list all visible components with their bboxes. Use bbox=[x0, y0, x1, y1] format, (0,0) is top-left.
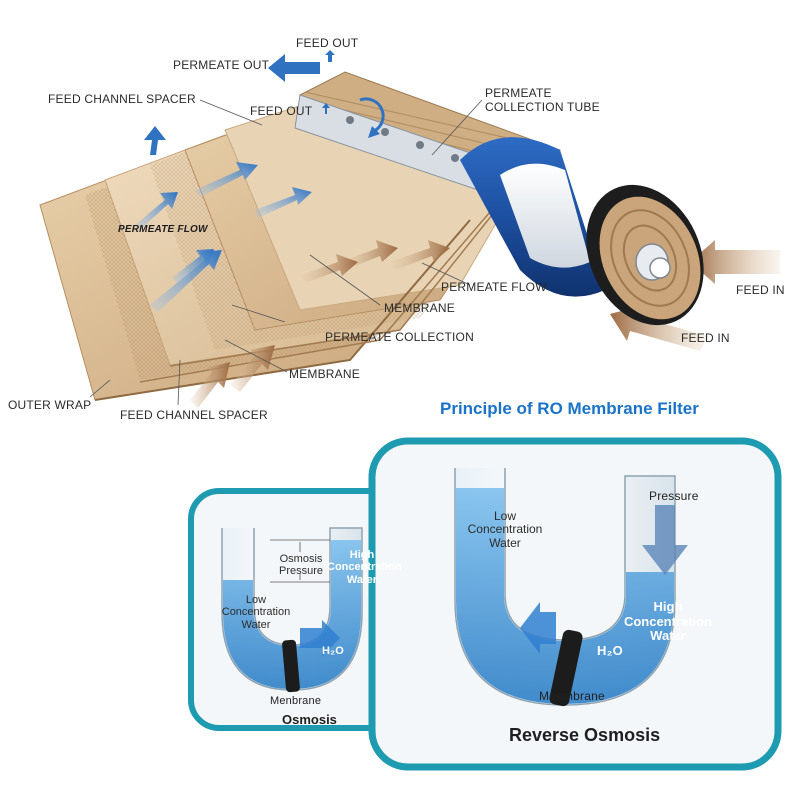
label-permeate-flow: PERMEATE FLOW bbox=[441, 280, 547, 294]
ro-high-concentration-label: High Concentration Water bbox=[623, 599, 713, 644]
label-permeate-collection: PERMEATE COLLECTION bbox=[325, 330, 474, 344]
osmosis-membrane-label: Menbrane bbox=[270, 695, 322, 707]
unrolled-sheets bbox=[39, 95, 531, 401]
label-feed-in-right: FEED IN bbox=[736, 283, 785, 297]
osmosis-high-concentration-label: High Concentration Water bbox=[327, 549, 402, 586]
label-outer-wrap: OUTER WRAP bbox=[8, 398, 92, 412]
label-feed-in-bottom: FEED IN bbox=[681, 331, 730, 345]
reverse-osmosis-panel bbox=[368, 437, 782, 771]
label-membrane-mid: MEMBRANE bbox=[384, 301, 455, 315]
ro-caption: Reverse Osmosis bbox=[509, 725, 661, 745]
label-feed-channel-spacer-bottom: FEED CHANNEL SPACER bbox=[120, 408, 268, 422]
osmosis-caption: Osmosis bbox=[282, 712, 337, 727]
label-permeate-flow-sheet: PERMEATE FLOW bbox=[118, 224, 208, 235]
leader-lines bbox=[89, 99, 483, 406]
label-permeate-collection-tube-2: COLLECTION TUBE bbox=[485, 100, 600, 114]
osmosis-low-concentration-label: Low Concentration Water bbox=[221, 594, 291, 631]
label-membrane-low: MEMBRANE bbox=[289, 367, 360, 381]
osmosis-pressure-label: Osmosis Pressure bbox=[278, 553, 324, 578]
label-feed-out-top: FEED OUT bbox=[296, 36, 359, 50]
membrane-cylinder bbox=[268, 50, 704, 326]
label-feed-out-mid: FEED OUT bbox=[250, 104, 313, 118]
ro-pressure-label: Pressure bbox=[649, 489, 699, 503]
principle-title: Principle of RO Membrane Filter bbox=[440, 399, 699, 418]
ro-h2o-label: H₂O bbox=[597, 643, 623, 658]
osmosis-h2o-label: H₂O bbox=[322, 645, 344, 657]
ro-membrane-label: Menmbrane bbox=[539, 689, 605, 703]
permeate-flow-arrows bbox=[135, 126, 312, 312]
label-permeate-collection-tube-1: PERMEATE bbox=[485, 86, 552, 100]
label-permeate-out: PERMEATE OUT bbox=[173, 58, 270, 72]
label-feed-channel-spacer-top: FEED CHANNEL SPACER bbox=[48, 92, 196, 106]
ro-low-concentration-label: Low Concentration Water bbox=[467, 509, 543, 550]
